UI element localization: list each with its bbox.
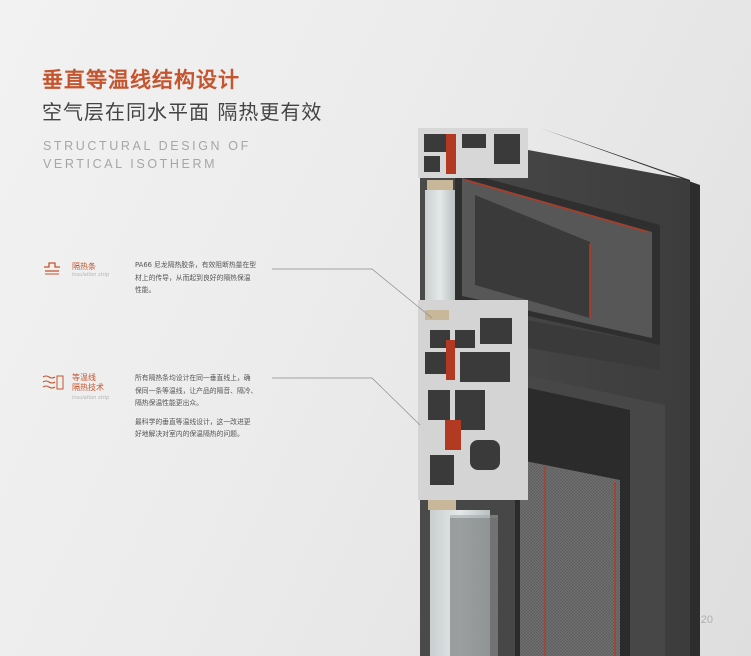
leader-lines [272,268,433,426]
description-line: 好地解决对室内的保温隔热的问题。 [135,430,244,439]
page-number: 20 [700,614,713,626]
description-line: 保同一条等温线，让产品的隔音、隔冷、 [135,386,258,395]
english-title: STRUCTURAL DESIGN OF VERTICAL ISOTHERM [43,137,251,173]
insulation-strip-icon [44,262,60,275]
insect-screen [520,460,620,656]
description-line: 材上的传导，从而起到良好的隔热保温 [135,273,251,282]
feature-description: PA66 尼龙隔热胶条，有效阻断热量在型 材上的传导，从而起到良好的隔热保温 性… [135,259,265,297]
english-title-line: STRUCTURAL DESIGN OF [43,139,251,153]
description-line: 性能。 [135,286,156,295]
feature-description: 所有隔热条均设计在同一垂直线上，确 保同一条等温线，让产品的隔音、隔冷、 隔热保… [135,372,265,441]
feature-name-en: Insulation strip [72,272,110,278]
feature-name-en: Insulation strip [72,395,110,401]
heat-wave-icon [42,375,64,390]
feature-name: 隔热条 [72,262,96,272]
upper-glass-shadow [475,195,590,318]
description-line: 最科学的垂直等温线设计，这一改进更 [135,417,251,426]
feature-name-line: 隔热条 [72,262,96,271]
profile-section-middle [418,300,528,510]
upper-glass-pane [425,190,455,310]
feature-name: 等温线 隔热技术 [72,373,104,393]
description-line: 隔热保温性能更出众。 [135,399,203,408]
description-line: PA66 尼龙隔热胶条，有效阻断热量在型 [135,261,257,269]
profile-section-top [418,128,528,190]
feature-name-line: 等温线 [72,373,96,382]
page-subtitle: 空气层在同水平面 隔热更有效 [42,100,323,124]
description-line: 所有隔热条均设计在同一垂直线上，确 [135,374,251,382]
english-title-line: VERTICAL ISOTHERM [43,157,218,171]
feature-name-line: 隔热技术 [72,383,104,392]
page-title: 垂直等温线结构设计 [42,68,240,92]
